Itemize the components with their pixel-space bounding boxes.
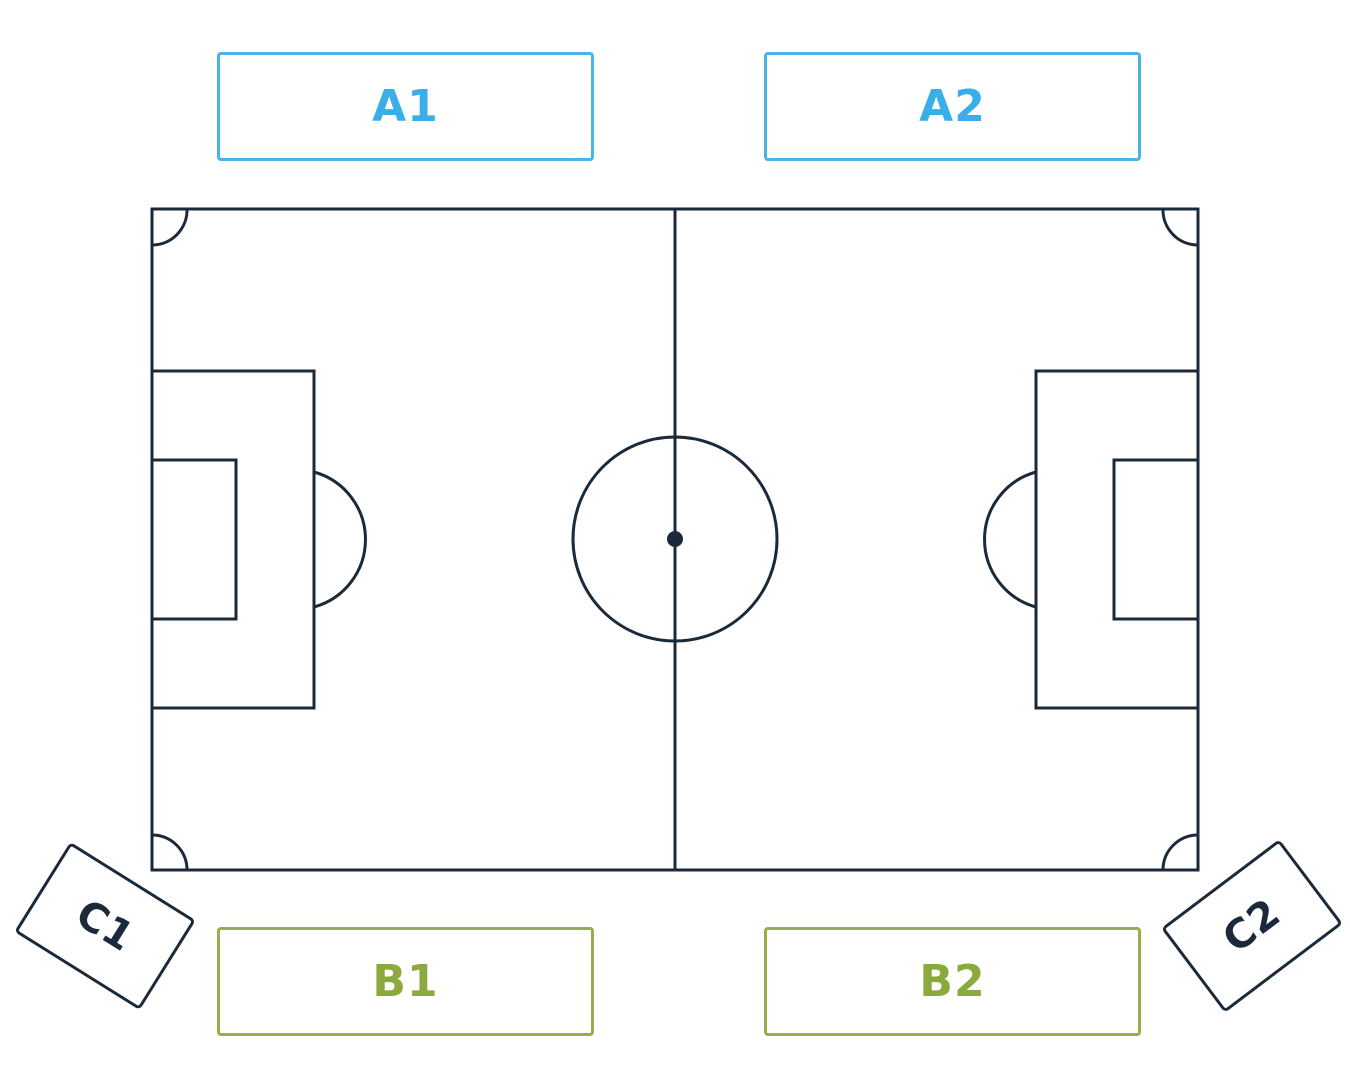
zone-b2-label: B2: [919, 956, 986, 1007]
center-circle: [571, 435, 779, 643]
zone-c2-label: C2: [1214, 889, 1290, 963]
zone-a2: A2: [764, 52, 1141, 161]
corner-arc-top-left: [151, 208, 189, 247]
right-penalty-arc: [983, 470, 1037, 609]
left-penalty-area: [150, 369, 316, 710]
right-penalty-area: [1034, 369, 1200, 710]
zone-b1-label: B1: [372, 956, 439, 1007]
corner-arc-bottom-right: [1161, 833, 1199, 871]
zone-b2: B2: [764, 927, 1141, 1036]
left-goal-area: [150, 458, 238, 621]
center-spot: [667, 531, 683, 547]
right-goal-area: [1112, 458, 1200, 621]
left-penalty-arc: [313, 470, 367, 609]
corner-arc-bottom-left: [151, 833, 189, 871]
corner-arc-top-right: [1161, 208, 1199, 247]
zone-a2-label: A2: [919, 81, 986, 132]
zone-a1: A1: [217, 52, 594, 161]
zone-a1-label: A1: [372, 81, 439, 132]
zone-b1: B1: [217, 927, 594, 1036]
zone-c1-label: C1: [67, 890, 143, 962]
